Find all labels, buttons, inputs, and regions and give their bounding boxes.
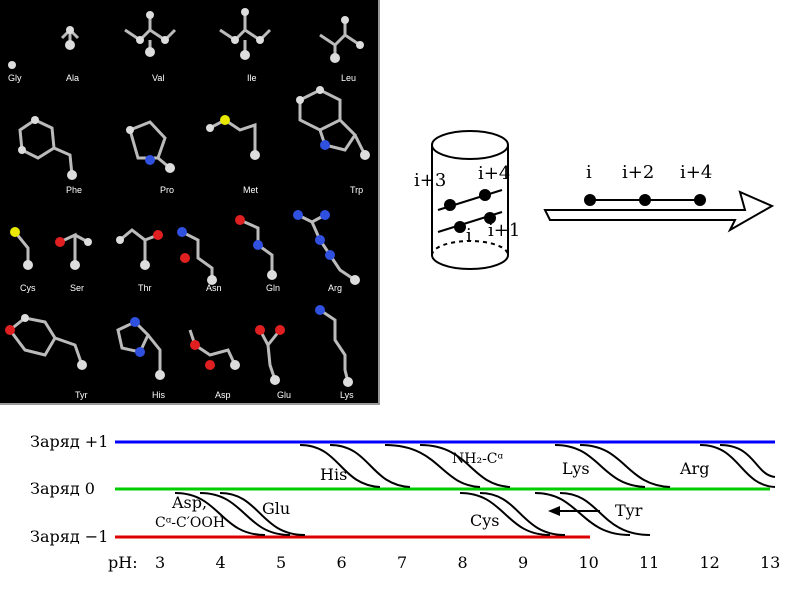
- cylinder-bottom-back: [431, 240, 509, 256]
- helix-label-i1: i+1: [488, 220, 521, 241]
- curve-arg-2: [719, 444, 776, 478]
- amino-acid-structures-panel: Gly Ala Val Ile Leu Phe Pro Met Trp Cys …: [0, 0, 380, 405]
- charge-label-plus1: Заряд +1: [30, 432, 109, 451]
- molecule-atoms: [8, 8, 370, 387]
- curve-lys-1: [554, 444, 646, 488]
- ph-tick-label: 10: [578, 553, 599, 572]
- group-label-cooh: Cᵅ-C′OOH: [155, 515, 226, 531]
- aa-label-his: His: [152, 390, 165, 400]
- aa-label-phe: Phe: [66, 185, 83, 195]
- group-label-lys: Lys: [562, 459, 590, 478]
- aa-label-ala: Ala: [66, 73, 80, 83]
- tyr-arrow-head: [548, 506, 560, 516]
- ph-axis-label: pH:: [108, 553, 138, 572]
- ph-tick-label: 13: [760, 553, 781, 572]
- ph-tick-label: 3: [155, 553, 166, 572]
- aa-label-ser: Ser: [70, 283, 85, 293]
- charge-label-minus1: Заряд −1: [30, 527, 109, 546]
- helix-strand-drawing: [431, 130, 775, 270]
- ph-tick-label: 7: [397, 553, 408, 572]
- group-label-his: His: [320, 465, 348, 484]
- group-label-cys: Cys: [470, 511, 500, 530]
- aa-label-ile: Ile: [247, 73, 257, 83]
- helix-label-i: i: [466, 225, 472, 246]
- aa-label-thr: Thr: [138, 283, 152, 293]
- cylinder-bottom-front: [431, 254, 509, 270]
- strand-residue-i2: [639, 194, 651, 206]
- curve-lys-2: [579, 444, 671, 488]
- group-label-arg: Arg: [680, 459, 710, 478]
- titration-curves: [174, 444, 776, 536]
- molecule-drawings: [5, 8, 370, 387]
- curve-asp-1: [174, 492, 266, 536]
- heteroatoms: [5, 115, 335, 370]
- aa-label-arg: Arg: [328, 283, 343, 293]
- molecule-bonds: [7, 12, 367, 383]
- aa-label-asn: Asn: [206, 283, 222, 293]
- strand-label-i4: i+4: [680, 162, 713, 183]
- curve-tyr-2: [559, 492, 651, 536]
- curve-nh2-2: [419, 444, 511, 488]
- aa-label-val: Val: [152, 73, 165, 83]
- curve-nh2-1: [384, 444, 481, 488]
- ph-charge-drawing: [115, 440, 776, 539]
- strand-residue-i4: [694, 194, 706, 206]
- ph-tick-label: 9: [518, 553, 529, 572]
- curve-his-1: [299, 444, 381, 488]
- ph-tick-label: 8: [457, 553, 468, 572]
- curve-cys-1: [459, 492, 551, 536]
- aa-label-pro: Pro: [160, 185, 175, 195]
- ph-tick-label: 6: [336, 553, 347, 572]
- aa-label-trp: Trp: [350, 185, 364, 195]
- curve-asp-2: [199, 492, 291, 536]
- aa-label-cys: Cys: [20, 283, 36, 293]
- strand-label-i2: i+2: [622, 162, 655, 183]
- group-label-glu: Glu: [262, 499, 291, 518]
- cylinder-top: [431, 130, 509, 160]
- helix-label-i3: i+3: [414, 170, 447, 191]
- strand-label-i: i: [586, 162, 592, 183]
- aa-label-met: Met: [243, 185, 259, 195]
- helix-label-i4: i+4: [478, 163, 511, 184]
- group-label-asp: Asp,: [172, 493, 208, 512]
- helix-residue-i1: [484, 212, 496, 224]
- ph-charge-diagram: Заряд +1 Заряд 0 Заряд −1 His NH₂-Cᵅ Lys…: [0, 415, 800, 600]
- helix-residue-i4: [479, 189, 491, 201]
- group-label-nh2: NH₂-Cᵅ: [452, 451, 504, 467]
- aa-label-asp: Asp: [215, 390, 231, 400]
- curve-arg-1: [699, 444, 776, 488]
- aa-label-gln: Gln: [266, 283, 281, 293]
- group-label-tyr: Tyr: [615, 501, 643, 520]
- strand-residue-i: [584, 194, 596, 206]
- strand-arrow: [543, 190, 775, 233]
- ph-tick-label: 12: [699, 553, 720, 572]
- aa-label-lys: Lys: [340, 390, 354, 400]
- curve-glu: [219, 492, 306, 536]
- curve-cys-2: [479, 492, 566, 536]
- aa-label-leu: Leu: [341, 73, 357, 83]
- ph-tick-label: 11: [639, 553, 660, 572]
- helix-strand-panel: i+3 i+4 i i+1 i i+2 i+4: [400, 120, 790, 290]
- aa-label-glu: Glu: [277, 390, 292, 400]
- curve-tyr-1: [534, 492, 631, 536]
- aa-label-tyr: Tyr: [75, 390, 88, 400]
- charge-label-zero: Заряд 0: [30, 479, 95, 498]
- ph-tick-label: 4: [215, 553, 226, 572]
- helix-residue-i3: [444, 199, 456, 211]
- ph-tick-label: 5: [276, 553, 287, 572]
- curve-his-2: [329, 444, 411, 488]
- aa-label-gly: Gly: [8, 73, 22, 83]
- helix-residue-i: [454, 221, 466, 233]
